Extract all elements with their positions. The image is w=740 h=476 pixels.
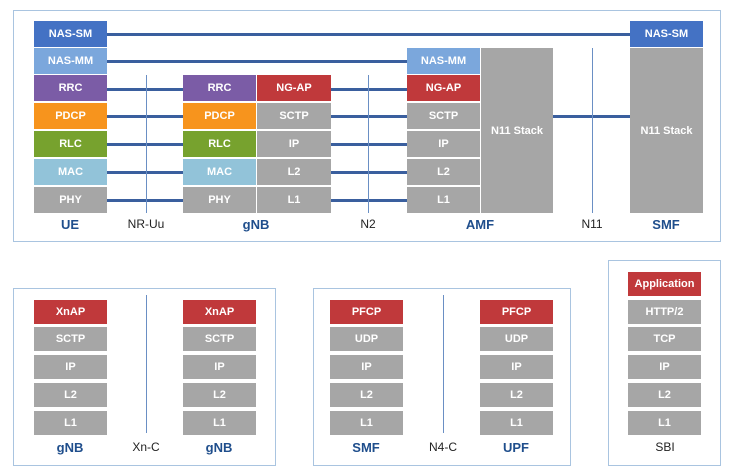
xn-right-sctp: SCTP	[183, 327, 256, 351]
nruu-label: NR-Uu	[127, 217, 165, 231]
xn-interface-label: Xn-C	[132, 440, 160, 454]
top-panel	[13, 10, 721, 242]
n4-separator	[443, 295, 444, 433]
n4-left-udp: UDP	[330, 327, 403, 351]
gnb-rrc: RRC	[183, 75, 256, 101]
nruu-separator	[146, 75, 147, 213]
n4-right-label: UPF	[503, 440, 529, 455]
l2-link	[331, 171, 407, 174]
ue-label: UE	[60, 217, 80, 232]
amf-n11-stack: N11 Stack	[481, 48, 553, 213]
xn-right-ip: IP	[183, 355, 256, 379]
ue-pdcp: PDCP	[34, 103, 107, 129]
n4-right-ip: IP	[480, 355, 553, 379]
xn-left-sctp: SCTP	[34, 327, 107, 351]
n4-right-pfcp: PFCP	[480, 300, 553, 324]
amf-nas-mm: NAS-MM	[407, 48, 480, 74]
ue-rrc: RRC	[34, 75, 107, 101]
xn-right-l1: L1	[183, 411, 256, 435]
gnb-ip: IP	[257, 131, 331, 157]
smf-nas-sm: NAS-SM	[630, 21, 703, 47]
nas-sm-link	[107, 33, 630, 36]
mac-link	[107, 171, 183, 174]
n4-left-pfcp: PFCP	[330, 300, 403, 324]
amf-ngap: NG-AP	[407, 75, 480, 101]
xn-left-xnap: XnAP	[34, 300, 107, 324]
n4-left-l1: L1	[330, 411, 403, 435]
xn-right-l2: L2	[183, 383, 256, 407]
n4-left-ip: IP	[330, 355, 403, 379]
smf-label: SMF	[652, 217, 680, 232]
n11-link	[553, 115, 630, 118]
amf-l2: L2	[407, 159, 480, 185]
n4-left-l2: L2	[330, 383, 403, 407]
phy-link	[107, 199, 183, 202]
n4-left-label: SMF	[352, 440, 380, 455]
smf-n11-stack: N11 Stack	[630, 48, 703, 213]
sctp-link	[331, 115, 407, 118]
xn-left-l1: L1	[34, 411, 107, 435]
gnb-rlc: RLC	[183, 131, 256, 157]
gnb-phy: PHY	[183, 187, 256, 213]
n2-separator	[368, 75, 369, 213]
sbi-tcp: TCP	[628, 327, 701, 351]
gnb-l2: L2	[257, 159, 331, 185]
n4-right-udp: UDP	[480, 327, 553, 351]
xn-left-ip: IP	[34, 355, 107, 379]
amf-l1: L1	[407, 187, 480, 213]
xn-left-label: gNB	[56, 440, 84, 455]
xn-separator	[146, 295, 147, 433]
xn-right-xnap: XnAP	[183, 300, 256, 324]
pdcp-link	[107, 115, 183, 118]
ue-phy: PHY	[34, 187, 107, 213]
amf-sctp: SCTP	[407, 103, 480, 129]
l1-link	[331, 199, 407, 202]
xn-right-label: gNB	[205, 440, 233, 455]
amf-label: AMF	[465, 217, 495, 232]
ue-mac: MAC	[34, 159, 107, 185]
nas-mm-link	[107, 60, 407, 63]
rlc-link	[107, 143, 183, 146]
n4-interface-label: N4-C	[428, 440, 458, 454]
n4-right-l2: L2	[480, 383, 553, 407]
gnb-label: gNB	[242, 217, 270, 232]
ue-nas-sm: NAS-SM	[34, 21, 107, 47]
sbi-http2: HTTP/2	[628, 300, 701, 324]
gnb-pdcp: PDCP	[183, 103, 256, 129]
gnb-mac: MAC	[183, 159, 256, 185]
ngap-link	[331, 88, 407, 91]
amf-ip: IP	[407, 131, 480, 157]
n11-separator	[592, 48, 593, 213]
sbi-application: Application	[628, 272, 701, 296]
ip-link	[331, 143, 407, 146]
xn-left-l2: L2	[34, 383, 107, 407]
n11-label: N11	[581, 217, 603, 231]
sbi-label: SBI	[655, 440, 675, 454]
n4-right-l1: L1	[480, 411, 553, 435]
ue-nas-mm: NAS-MM	[34, 48, 107, 74]
rrc-link	[107, 88, 183, 91]
sbi-ip: IP	[628, 355, 701, 379]
ue-rlc: RLC	[34, 131, 107, 157]
sbi-l2: L2	[628, 383, 701, 407]
gnb-l1: L1	[257, 187, 331, 213]
gnb-sctp: SCTP	[257, 103, 331, 129]
gnb-ngap: NG-AP	[257, 75, 331, 101]
sbi-l1: L1	[628, 411, 701, 435]
n2-label: N2	[360, 217, 376, 231]
